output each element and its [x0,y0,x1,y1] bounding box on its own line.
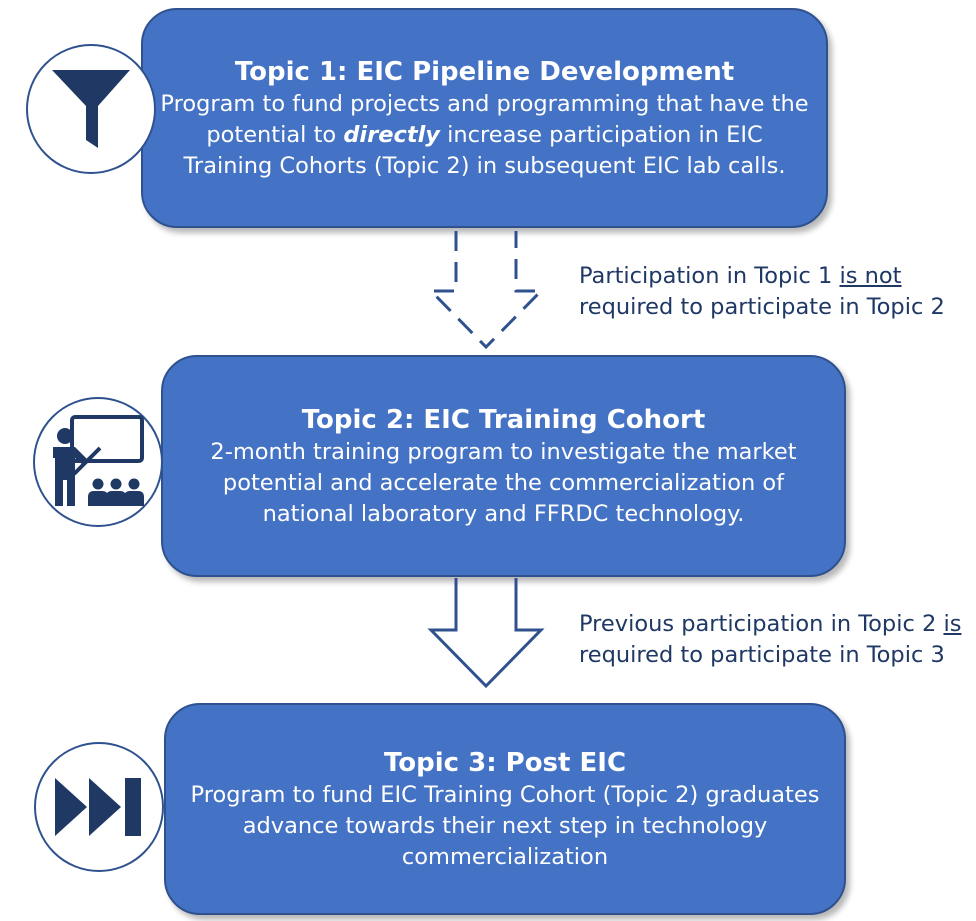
note-1-text-2: required to participate in Topic 2 [579,294,945,320]
topic-2-description: 2-month training program to investigate … [210,438,797,527]
arrow-down-2 [427,578,545,689]
topic-2-requirement-note: Previous participation in Topic 2 is req… [579,609,961,671]
topic-1-requirement-note: Participation in Topic 1 is not required… [579,261,945,323]
note-2-underlined: is [943,611,962,637]
funnel-icon [52,70,130,148]
note-2-text-2: required to participate in Topic 3 [579,642,945,668]
presenter-icon [53,415,144,506]
topic-3-box: Topic 3: Post EIC Program to fund EIC Tr… [164,703,846,915]
topic-3-description: Program to fund EIC Training Cohort (Top… [190,781,820,870]
fast-forward-icon [55,778,141,836]
topic-1-description: Program to fund projects and programming… [159,89,810,182]
topic-1-description-part-2: increase participation in EIC Training C… [183,121,786,179]
topic-3-title: Topic 3: Post EIC [383,747,627,778]
note-2-text-1: Previous participation in Topic 2 [579,611,944,637]
topic-2-title: Topic 2: EIC Training Cohort [301,404,706,435]
dashed-arrow-down-1 [427,231,545,350]
topic-1-description-part-1: Program to fund projects and programming… [160,90,809,148]
topic-1-title: Topic 1: EIC Pipeline Development [234,56,735,87]
topic-3-icon-circle [34,742,164,872]
topic-1-icon-circle [26,44,156,174]
topic-1-description-emphasis: directly [343,121,440,148]
topic-2-icon-circle [33,397,163,527]
note-1-underlined: is not [839,263,902,289]
topic-2-box: Topic 2: EIC Training Cohort 2-month tra… [161,355,846,577]
topic-1-box: Topic 1: EIC Pipeline Development Progra… [141,8,828,228]
note-1-text-1: Participation in Topic 1 [579,263,840,289]
